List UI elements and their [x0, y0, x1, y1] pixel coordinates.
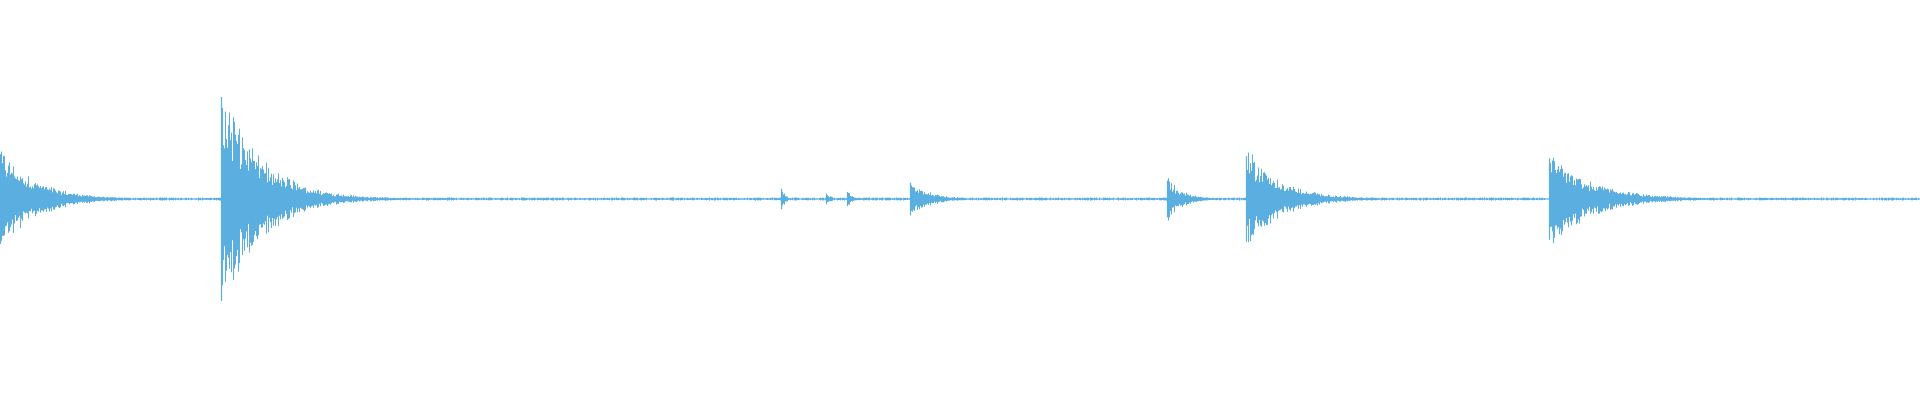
- waveform-transients: [0, 97, 1551, 301]
